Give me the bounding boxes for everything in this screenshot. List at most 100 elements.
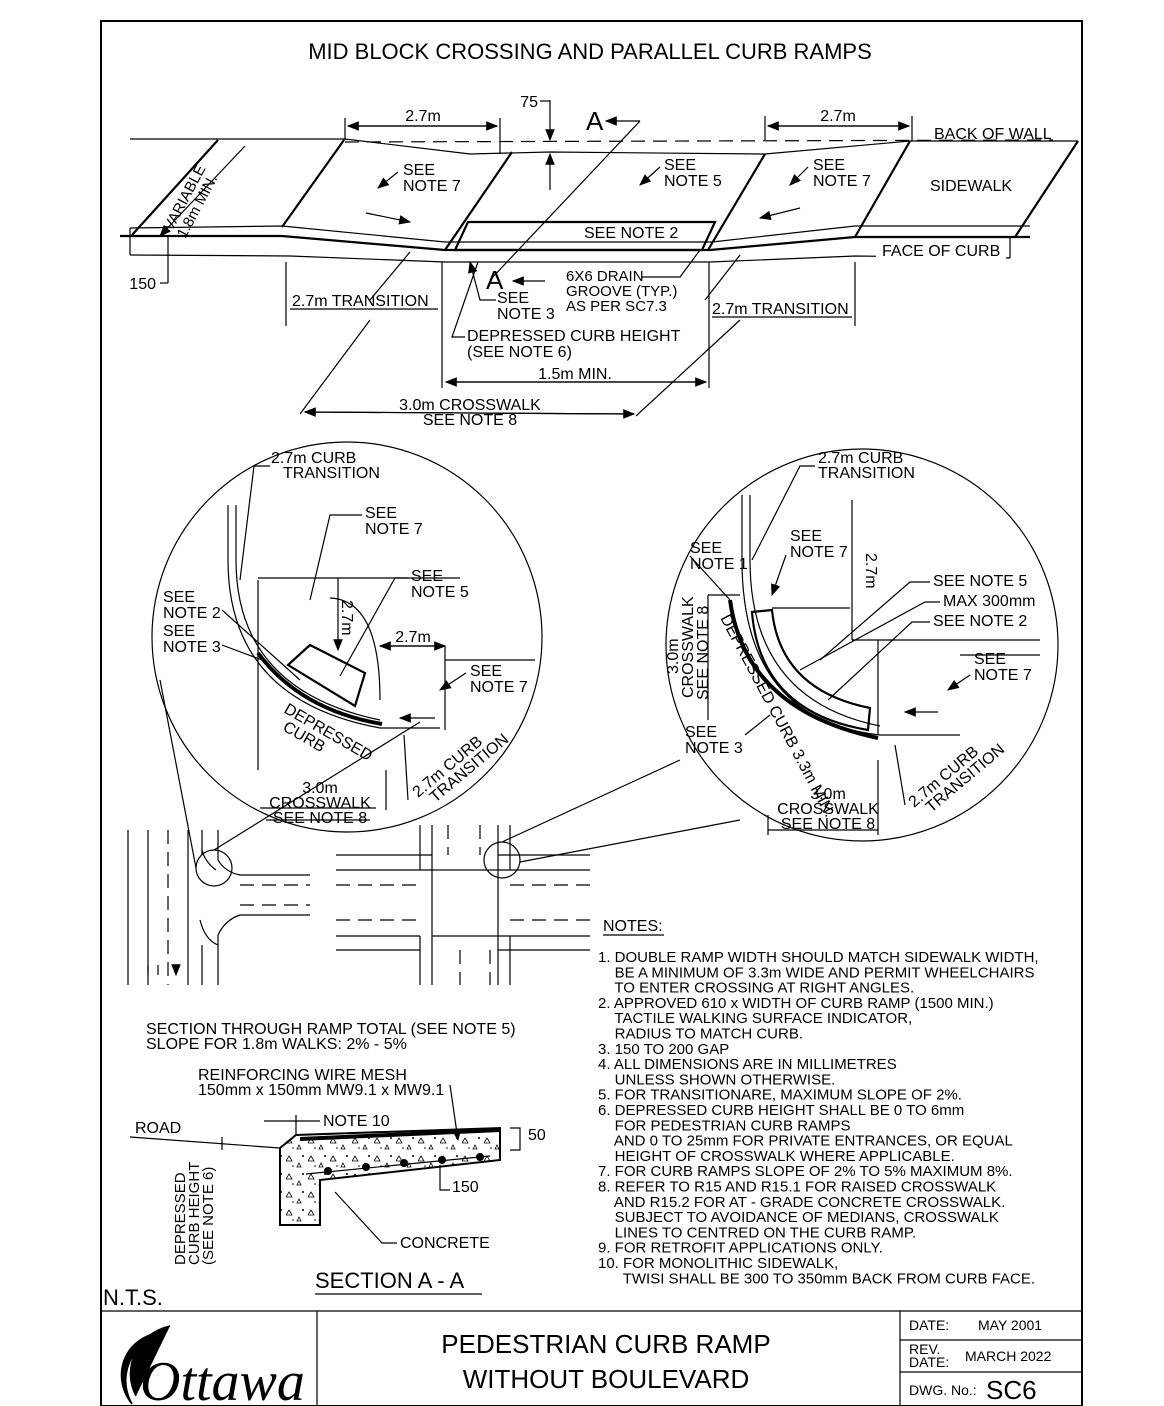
title-block: Ottawa PEDESTRIAN CURB RAMP WITHOUT BOUL… — [101, 1310, 1082, 1406]
road-label: ROAD — [135, 1120, 181, 1137]
dr-note1-2: NOTE 1 — [690, 556, 748, 573]
dl-note5-1: SEE — [411, 568, 443, 585]
dr-crosswalk-2: CROSSWALK — [777, 801, 879, 818]
dl-note3-2: NOTE 3 — [163, 639, 221, 656]
note-line: 6. DEPRESSED CURB HEIGHT SHALL BE 0 TO 6… — [598, 1102, 964, 1119]
dwg-label: DWG. No.: — [909, 1382, 977, 1398]
mesh-label-1: REINFORCING WIRE MESH — [198, 1067, 407, 1084]
dl-dim-h: 2.7m — [395, 629, 431, 646]
plan-depressed-line1: DEPRESSED CURB HEIGHT — [467, 328, 681, 345]
notes-block: NOTES: 1. DOUBLE RAMP WIDTH SHOULD MATCH… — [598, 918, 1039, 1287]
dr-crosswalk-v-1: 3.0m — [665, 638, 682, 674]
note-line: UNLESS SHOWN OTHERWISE. — [598, 1071, 835, 1088]
note-line: 3. 150 TO 200 GAP — [598, 1041, 729, 1058]
note-line: TO ENTER CROSSING AT RIGHT ANGLES. — [598, 980, 914, 997]
section-slope-1: SECTION THROUGH RAMP TOTAL (SEE NOTE 5) — [146, 1021, 516, 1038]
nts-label: N.T.S. — [103, 1285, 163, 1310]
section-title: SECTION A - A — [315, 1268, 464, 1293]
note-line: BE A MINIMUM OF 3.3m WIDE AND PERMIT WHE… — [598, 964, 1034, 981]
mesh-label-2: 150mm x 150mm MW9.1 x MW9.1 — [198, 1082, 444, 1099]
dl-dim-v: 2.7m — [338, 600, 355, 636]
face-of-curb-box — [876, 240, 1006, 260]
note-line: TACTILE WALKING SURFACE INDICATOR, — [598, 1010, 912, 1027]
ottawa-logo: Ottawa — [140, 1351, 305, 1406]
dl-curb-trans-2: TRANSITION — [283, 465, 380, 482]
sec-depressed-2: CURB HEIGHT — [186, 1162, 203, 1265]
note-line: AND 0 TO 25mm FOR PRIVATE ENTRANCES, OR … — [598, 1133, 1013, 1150]
plan-min-width: 1.5m MIN. — [538, 366, 612, 383]
note-line: 10. FOR MONOLITHIC SIDEWALK, — [598, 1255, 838, 1272]
note-line: HEIGHT OF CROSSWALK WHERE APPLICABLE. — [598, 1148, 955, 1165]
rev-label-2: DATE: — [909, 1354, 949, 1370]
plan-dim-150: 150 — [129, 276, 156, 293]
section-marker-top: A — [586, 106, 604, 136]
dr-crosswalk-3: SEE NOTE 8 — [781, 816, 875, 833]
plan-crosswalk-2: SEE NOTE 8 — [423, 412, 517, 429]
dr-max300: MAX 300mm — [943, 593, 1035, 610]
plan-dim-left: 2.7m — [405, 108, 441, 125]
sec-depressed-1: DEPRESSED — [172, 1172, 189, 1265]
dr-note7b-1: SEE — [974, 651, 1006, 668]
note-line: TWISI SHALL BE 300 TO 350mm BACK FROM CU… — [598, 1270, 1035, 1287]
plan-transition-left: 2.7m TRANSITION — [292, 293, 429, 310]
drawing-title-1: PEDESTRIAN CURB RAMP — [441, 1329, 770, 1359]
dr-crosswalk-1: 3.0m — [810, 786, 846, 803]
note-line: 7. FOR CURB RAMPS SLOPE OF 2% TO 5% MAXI… — [598, 1163, 1013, 1180]
section-marker-bottom: A — [486, 265, 504, 295]
dl-note2-1: SEE — [163, 589, 195, 606]
sec-depressed-3: (SEE NOTE 6) — [200, 1167, 217, 1265]
dr-note3-2: NOTE 3 — [685, 740, 743, 757]
note-line: 8. REFER TO R15 AND R15.1 FOR RAISED CRO… — [598, 1179, 996, 1196]
note-line: 1. DOUBLE RAMP WIDTH SHOULD MATCH SIDEWA… — [598, 949, 1039, 966]
dr-note2: SEE NOTE 2 — [933, 613, 1027, 630]
dr-dim-v: 2.7m — [862, 553, 879, 589]
key-plan-right — [336, 759, 741, 985]
note-line: RADIUS TO MATCH CURB. — [598, 1026, 803, 1043]
plan-note7a-line2: NOTE 7 — [403, 178, 461, 195]
plan-note7b-line2: NOTE 7 — [813, 173, 871, 190]
dl-note5-2: NOTE 5 — [411, 584, 469, 601]
dr-note7b-2: NOTE 7 — [974, 667, 1032, 684]
drain-label-1: 6X6 DRAIN — [566, 268, 644, 285]
dr-curb-trans-2: TRANSITION — [818, 465, 915, 482]
section-aa: SECTION THROUGH RAMP TOTAL (SEE NOTE 5) … — [103, 1021, 546, 1310]
concrete-label: CONCRETE — [400, 1235, 490, 1252]
plan-note5-line2: NOTE 5 — [664, 173, 722, 190]
note-line: 9. FOR RETROFIT APPLICATIONS ONLY. — [598, 1240, 883, 1257]
note-line: 4. ALL DIMENSIONS ARE IN MILLIMETRES — [598, 1056, 897, 1073]
plan-view: 2.7m 2.7m 75 A A BACK OF WALL SIDEWALK F… — [120, 94, 1079, 429]
date-label: DATE: — [909, 1317, 949, 1333]
dl-crosswalk-1: 3.0m — [302, 780, 338, 797]
face-of-curb-label: FACE OF CURB — [882, 243, 1000, 260]
plan-note5-line1: SEE — [664, 157, 696, 174]
dl-note3-1: SEE — [163, 623, 195, 640]
dr-note7-1: SEE — [790, 528, 822, 545]
dl-note7-2: NOTE 7 — [365, 521, 423, 538]
note10-label: NOTE 10 — [323, 1113, 390, 1130]
plan-dim-right: 2.7m — [820, 108, 856, 125]
note-line: 2. APPROVED 610 x WIDTH OF CURB RAMP (15… — [598, 995, 994, 1012]
plan-note7a-line1: SEE — [403, 162, 435, 179]
note-line: LINES TO CENTRED ON THE CURB RAMP. — [598, 1224, 916, 1241]
ottawa-logo-mark — [120, 1325, 171, 1405]
dl-curb-trans-1: 2.7m CURB — [271, 450, 356, 467]
drawing-title-2: WITHOUT BOULEVARD — [463, 1364, 750, 1394]
date-value: MAY 2001 — [978, 1317, 1042, 1333]
dl-note7b-2: NOTE 7 — [470, 679, 528, 696]
notes-heading: NOTES: — [603, 918, 663, 935]
sheet-border — [100, 20, 1083, 1406]
plan-depressed-line2: (SEE NOTE 6) — [467, 344, 572, 361]
concrete-body — [279, 1126, 501, 1226]
drain-label-3: AS PER SC7.3 — [566, 298, 667, 315]
dl-note2-2: NOTE 2 — [163, 605, 221, 622]
detail-right: 2.7m CURB TRANSITION SEE NOTE 7 SEE NOTE… — [665, 448, 1059, 842]
key-plan-left — [127, 679, 421, 985]
sidewalk-label: SIDEWALK — [930, 178, 1012, 195]
plan-crosswalk-1: 3.0m CROSSWALK — [399, 397, 541, 414]
dl-note7-1: SEE — [365, 505, 397, 522]
section-slope-2: SLOPE FOR 1.8m WALKS: 2% - 5% — [146, 1036, 407, 1053]
note-line: FOR PEDESTRIAN CURB RAMPS — [598, 1117, 851, 1134]
note-line: 5. FOR TRANSITIONARE, MAXIMUM SLOPE OF 2… — [598, 1087, 962, 1104]
note-line: AND R15.2 FOR AT - GRADE CONCRETE CROSSW… — [598, 1194, 1005, 1211]
